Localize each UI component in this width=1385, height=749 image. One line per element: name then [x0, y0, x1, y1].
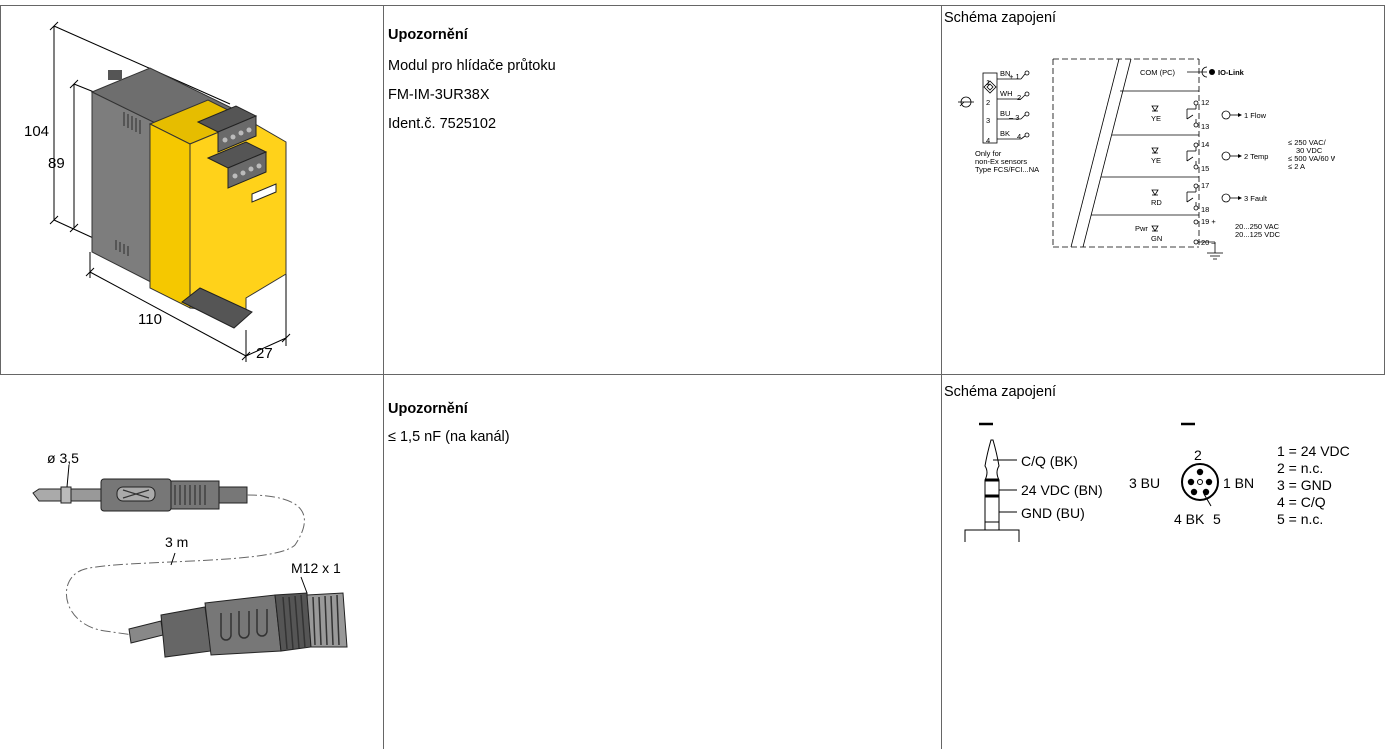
note-title: Upozornění — [388, 27, 468, 43]
wire-label: WH — [1000, 89, 1013, 98]
connector-pinout-diagram: C/Q (BK) 24 VDC (BN) GND (BU) 2 3 BU 1 B… — [964, 422, 1350, 542]
module-drawing: 104 89 110 27 — [24, 21, 291, 362]
wire-label: BU — [1000, 109, 1010, 118]
pin-assignment: 5 = n.c. — [1277, 511, 1323, 527]
output-label: 3 Fault — [1244, 194, 1268, 203]
table-left-border — [0, 5, 1, 374]
com-label: COM (PC) — [1140, 68, 1175, 77]
m12-pin-top: 2 — [1194, 447, 1202, 463]
iolink-label: IO-Link — [1218, 68, 1245, 77]
column-divider-2 — [941, 5, 942, 749]
jack-pin-label: 24 VDC (BN) — [1021, 482, 1103, 498]
pin-assignment: 1 = 24 VDC — [1277, 443, 1350, 459]
relay-terminal: 12 — [1201, 98, 1209, 107]
cable-drawing: ø 3,5 3 m M12 x 1 — [32, 450, 348, 658]
relay-terminal: 17 — [1201, 181, 1209, 190]
note-line: ≤ 1,5 nF (na kanál) — [388, 429, 510, 445]
output-label: 1 Flow — [1244, 111, 1267, 120]
rating-line: ≤ 2 A — [1288, 162, 1305, 171]
pin-assignment: 3 = GND — [1277, 477, 1332, 493]
sensor-note-line: non-Ex sensors — [975, 157, 1027, 166]
cable-thread: M12 x 1 — [291, 560, 341, 576]
relay-terminal: 19 + — [1201, 217, 1216, 226]
relay-terminal: 20 – — [1201, 238, 1216, 247]
terminal-label: 4 — [1017, 132, 1021, 141]
sensor-pin: 1 — [986, 78, 990, 87]
rating-line: ≤ 500 VA/60 W — [1288, 154, 1335, 163]
sensor-pin: 4 — [986, 136, 990, 145]
relay-terminal: 18 — [1201, 205, 1209, 214]
terminal-label: 2 — [1017, 93, 1021, 102]
wiring-diagram: BN WH BU BK 1 2 3 4 + 1 2 – 3 4 Only for… — [958, 58, 1335, 260]
dim-height-inner: 89 — [48, 155, 65, 172]
led-label: GN — [1151, 234, 1162, 243]
wire-label: BN — [1000, 69, 1010, 78]
pin-assignment: 4 = C/Q — [1277, 494, 1326, 510]
rating-line: ≤ 250 VAC/ — [1288, 138, 1327, 147]
m12-pin-bottom-right: 5 — [1213, 511, 1221, 527]
sensor-pin: 3 — [986, 116, 990, 125]
cable-diameter: ø 3,5 — [47, 450, 79, 466]
dim-height-total: 104 — [24, 123, 49, 140]
relay-terminal: 14 — [1201, 140, 1209, 149]
led-label: YE — [1151, 156, 1161, 165]
rating-line: 30 VDC — [1296, 146, 1323, 155]
schema-title: Schéma zapojení — [944, 384, 1057, 400]
m12-pin-bottom-left: 4 BK — [1174, 511, 1205, 527]
relay-terminal: 15 — [1201, 164, 1209, 173]
terminal-label: + 1 — [1009, 72, 1020, 81]
jack-pin-label: GND (BU) — [1021, 505, 1085, 521]
supply-line: 20...250 VAC — [1235, 222, 1280, 231]
cable-length: 3 m — [165, 534, 188, 550]
terminal-label: – 3 — [1009, 113, 1019, 122]
row-divider — [0, 374, 1385, 375]
column-divider-1 — [383, 5, 384, 749]
dim-width: 27 — [256, 345, 273, 362]
note-line: Ident.č. 7525102 — [388, 116, 497, 132]
note-line: FM-IM-3UR38X — [388, 87, 490, 103]
note-line: Modul pro hlídače průtoku — [388, 58, 556, 74]
jack-pin-label: C/Q (BK) — [1021, 453, 1078, 469]
led-label: RD — [1151, 198, 1162, 207]
m12-pin-left: 3 BU — [1129, 475, 1160, 491]
sensor-pin: 2 — [986, 98, 990, 107]
note-title: Upozornění — [388, 401, 468, 417]
wire-label: BK — [1000, 129, 1010, 138]
table-top-border — [0, 5, 1385, 6]
output-label: 2 Temp — [1244, 152, 1268, 161]
dim-depth: 110 — [138, 311, 162, 328]
sensor-note-line: Type FCS/FCI...NA — [975, 165, 1039, 174]
pwr-label: Pwr — [1135, 224, 1148, 233]
relay-terminal: 13 — [1201, 122, 1209, 131]
sensor-note-line: Only for — [975, 149, 1002, 158]
schema-title: Schéma zapojení — [944, 10, 1057, 26]
m12-pin-right: 1 BN — [1223, 475, 1254, 491]
supply-line: 20...125 VDC — [1235, 230, 1281, 239]
pin-assignment: 2 = n.c. — [1277, 460, 1323, 476]
led-label: YE — [1151, 114, 1161, 123]
